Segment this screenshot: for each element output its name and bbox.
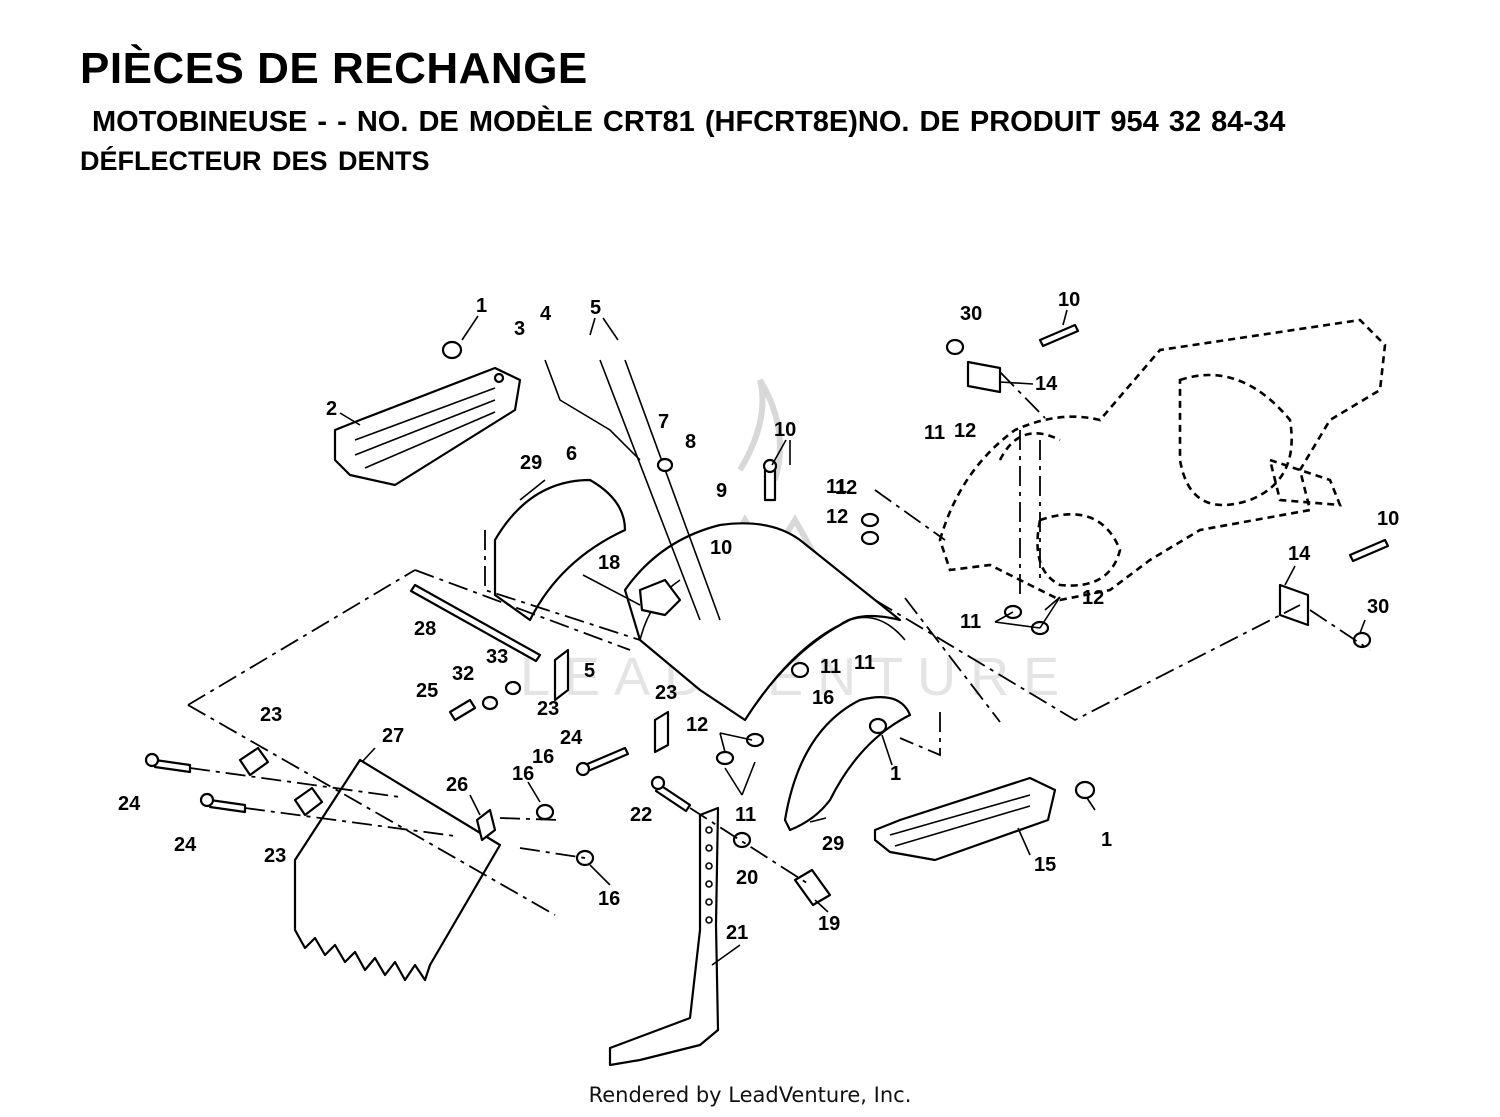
footrest-plate-right — [873, 776, 1057, 862]
callout-16: 16 — [598, 888, 620, 910]
nuts-and-washers — [441, 338, 1372, 907]
callout-20: 20 — [736, 867, 758, 889]
cable-clamp — [544, 359, 721, 621]
footer-credit: Rendered by LeadVenture, Inc. — [588, 1083, 912, 1107]
model-subtitle: MOTOBINEUSE - - NO. DE MODÈLE CRT81 (HFC… — [92, 106, 1286, 138]
page-title: PIÈCES DE RECHANGE — [80, 44, 588, 93]
callout-24: 24 — [560, 727, 583, 749]
callout-2: 2 — [326, 398, 337, 420]
callout-7: 7 — [658, 411, 669, 433]
callout-26: 26 — [446, 774, 468, 796]
callout-24: 24 — [174, 834, 197, 856]
callout-12: 12 — [954, 420, 976, 442]
callout-23: 23 — [655, 682, 677, 704]
side-shield-left — [493, 478, 627, 622]
callout-30: 30 — [960, 303, 982, 325]
callout-12: 12 — [686, 714, 708, 736]
callout-10: 10 — [774, 419, 796, 441]
callout-11: 11 — [854, 652, 875, 674]
callout-10: 10 — [710, 537, 732, 559]
brackets — [238, 360, 1310, 817]
deflector-flap — [293, 758, 502, 982]
callout-25: 25 — [416, 680, 438, 702]
callout-3: 3 — [514, 318, 525, 340]
callout-9: 9 — [716, 480, 727, 502]
bolts — [144, 323, 1390, 814]
callout-28: 28 — [414, 618, 436, 640]
callout-11: 11 — [820, 656, 841, 678]
callout-10: 10 — [1058, 289, 1080, 311]
callout-6: 6 — [566, 443, 577, 465]
callout-33: 33 — [486, 646, 508, 668]
callout-19: 19 — [818, 913, 840, 935]
callout-5: 5 — [590, 297, 601, 319]
callout-16: 16 — [532, 746, 554, 768]
callout-18: 18 — [598, 552, 620, 574]
callout-15: 15 — [1034, 854, 1056, 876]
callout-1: 1 — [890, 763, 901, 785]
callout-29: 29 — [822, 833, 844, 855]
callout-14: 14 — [1288, 543, 1311, 565]
callout-14: 14 — [1035, 373, 1058, 395]
callout-12: 12 — [835, 477, 857, 499]
callout-21: 21 — [726, 922, 748, 944]
callout-8: 8 — [685, 431, 696, 453]
callout-23: 23 — [537, 698, 559, 720]
tiller-frame-outline — [938, 318, 1387, 602]
callout-4: 4 — [540, 303, 552, 325]
section-title: DÉFLECTEUR DES DENTS — [80, 146, 430, 176]
callout-11: 11 — [924, 422, 945, 444]
callout-12: 12 — [1082, 587, 1104, 609]
callout-30: 30 — [1367, 596, 1389, 618]
callout-5: 5 — [584, 660, 595, 682]
callout-16: 16 — [512, 763, 534, 785]
callout-24: 24 — [118, 793, 141, 815]
callout-27: 27 — [382, 725, 404, 747]
depth-bar — [608, 806, 720, 1067]
callout-16: 16 — [812, 687, 834, 709]
callout-12: 12 — [826, 506, 848, 528]
callout-23: 23 — [264, 845, 286, 867]
callout-32: 32 — [452, 663, 474, 685]
callout-11: 11 — [826, 476, 847, 498]
assembly-lines — [187, 371, 1371, 916]
callout-22: 22 — [630, 804, 652, 826]
callout-leaders — [339, 309, 1366, 966]
callout-1: 1 — [1101, 829, 1112, 851]
rod-28 — [409, 583, 542, 663]
callout-11: 11 — [960, 611, 981, 633]
callout-29: 29 — [520, 452, 542, 474]
callout-1: 1 — [476, 295, 487, 317]
callout-23: 23 — [260, 704, 282, 726]
footrest-plate-left — [333, 366, 522, 487]
callout-11: 11 — [735, 804, 756, 826]
callout-10: 10 — [1377, 508, 1399, 530]
